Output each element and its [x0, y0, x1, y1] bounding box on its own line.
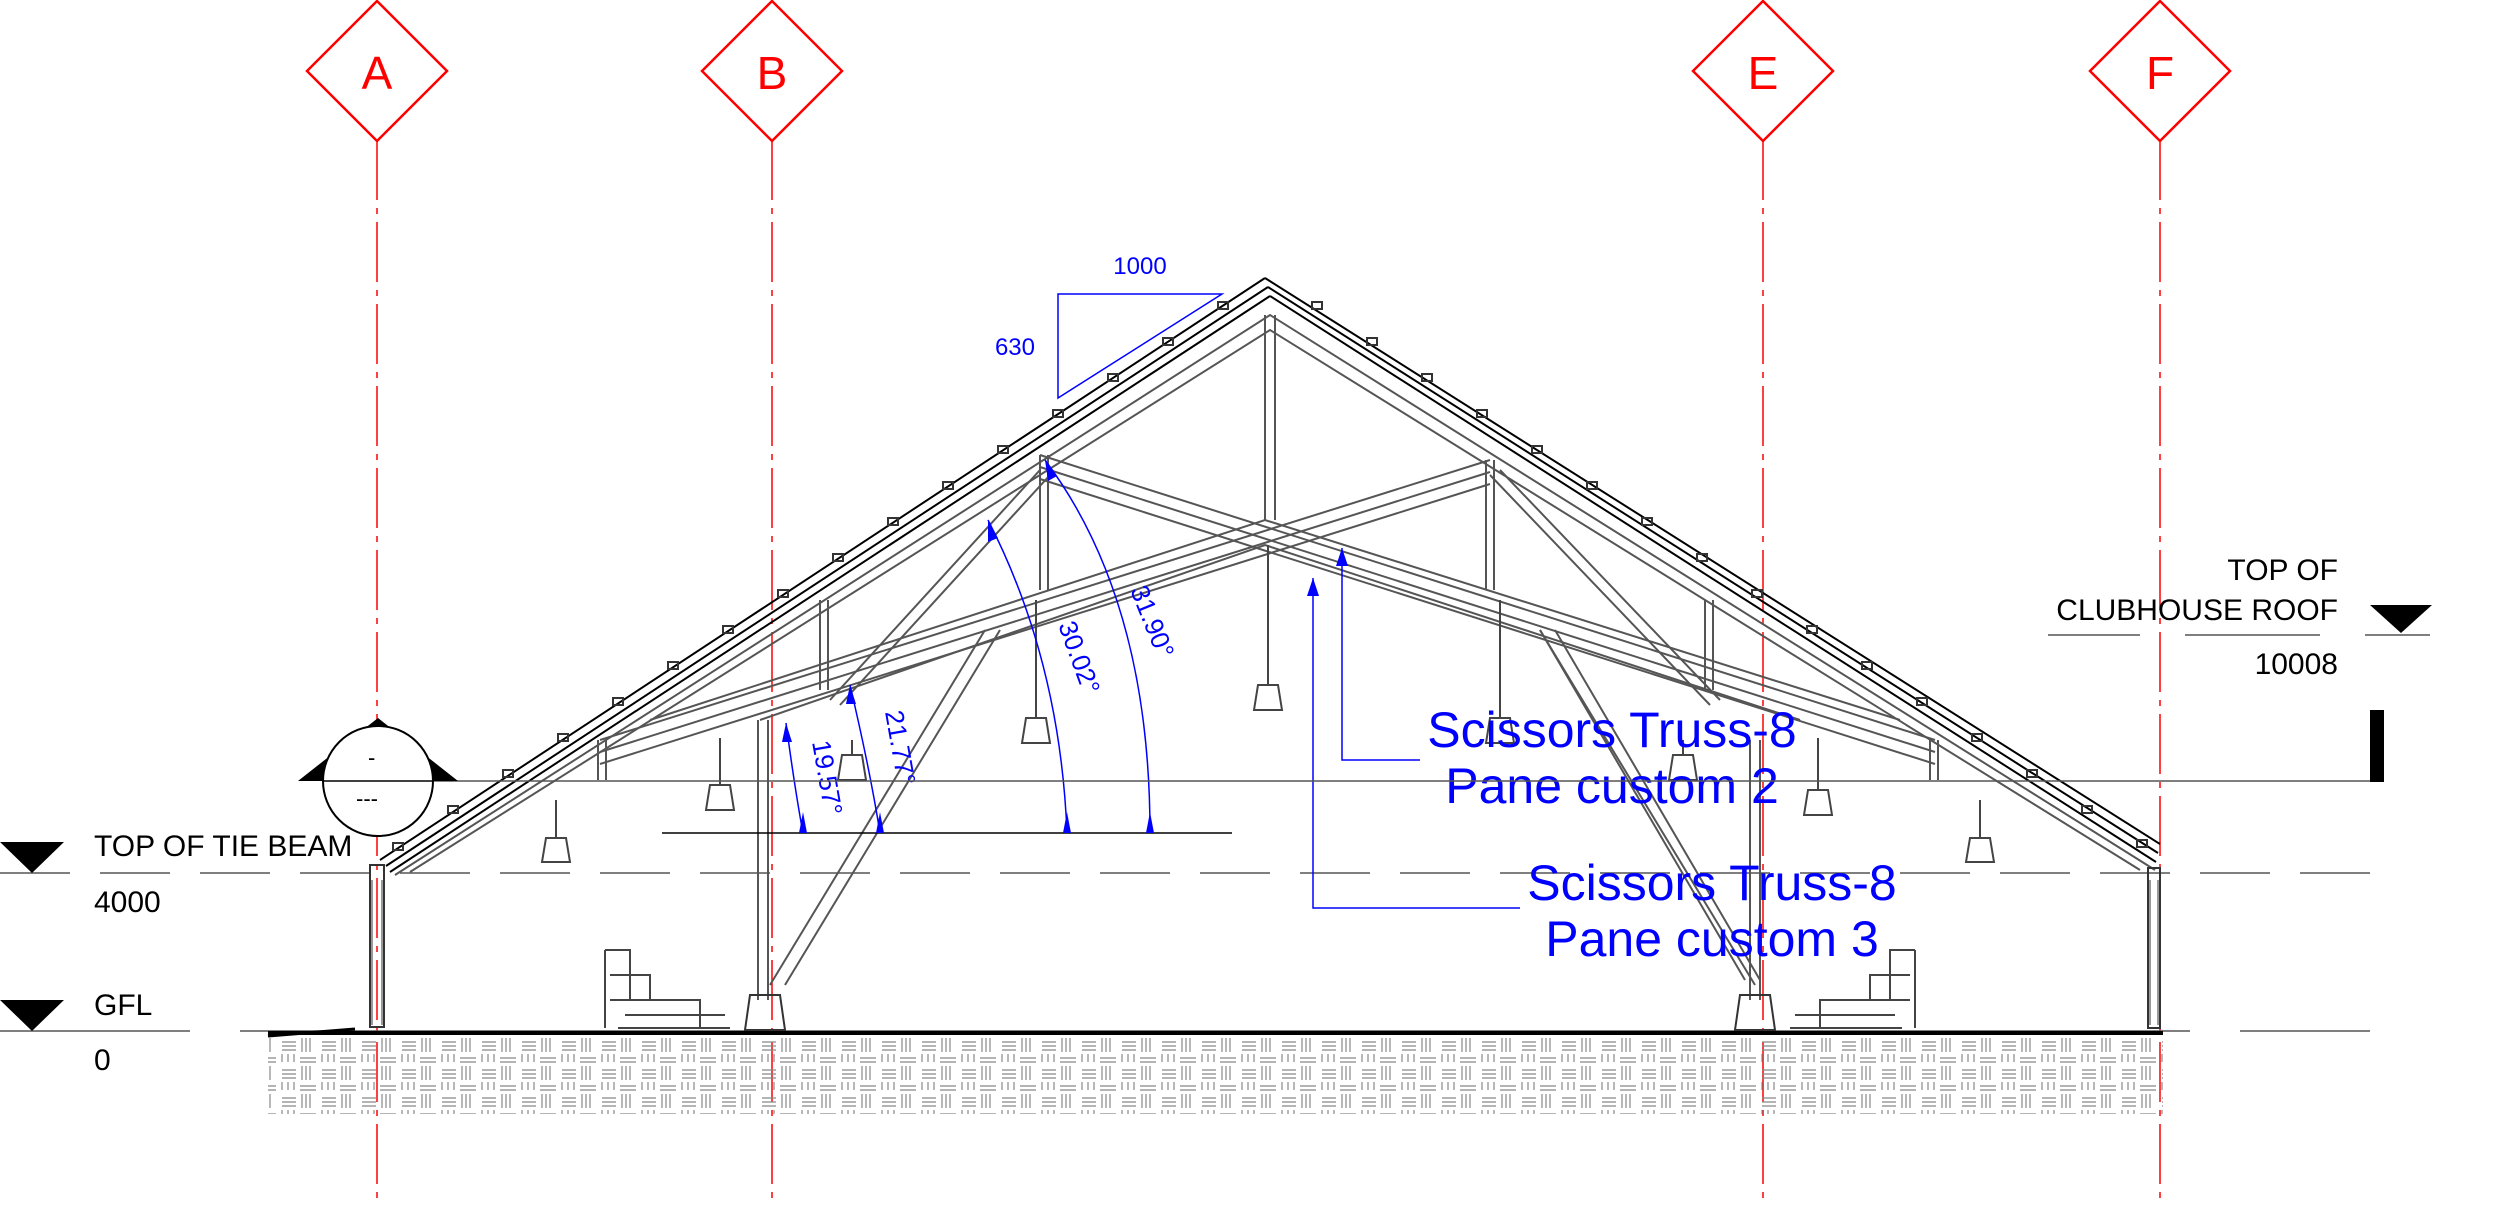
chair-left: [604, 949, 730, 1029]
section-marker-top: -: [368, 745, 375, 770]
truss-tag-1-line1: Scissors Truss-8: [1427, 702, 1797, 758]
diagonal-struts: [829, 469, 1761, 981]
pendant-light: [1802, 738, 1834, 816]
chair-right: [1790, 949, 1916, 1029]
grid-bubble-a: [305, 0, 449, 143]
pendant-lights: [540, 545, 1996, 863]
level-marker-gfl: GFL 0: [0, 989, 152, 1077]
level-marker-roof: TOP OF CLUBHOUSE ROOF 10008: [2048, 554, 2432, 681]
truss-tag-1: Scissors Truss-8 Pane custom 2: [1336, 548, 1797, 814]
roof-truss: [369, 277, 2161, 1031]
level-roof-name-line2: CLUBHOUSE ROOF: [2056, 594, 2338, 627]
level-roof-elevation: 10008: [2255, 648, 2338, 681]
grid-label-f: F: [2146, 47, 2174, 99]
slope-run-label: 1000: [1113, 253, 1166, 280]
angle-label-19-57: 19.57°: [806, 738, 849, 818]
arrowhead: [1063, 812, 1071, 833]
pendant-light: [1964, 800, 1996, 863]
grid-bubble-f: [2088, 0, 2232, 143]
angle-label-30-02: 30.02°: [1052, 617, 1106, 698]
raking-braces: [769, 629, 1756, 986]
level-marker-tie-beam-icon: [0, 842, 64, 873]
top-chord: [394, 313, 2156, 876]
grid-line-e: E: [1691, 0, 1835, 1205]
grid-bubble-e: [1691, 0, 1835, 143]
pendant-light: [1020, 600, 1052, 744]
pendant-light: [704, 738, 736, 811]
grid-label-b: B: [757, 47, 788, 99]
arrowhead: [846, 685, 856, 704]
truss-tags: Scissors Truss-8 Pane custom 2 Scissors …: [1307, 548, 1897, 967]
arrowhead: [1146, 812, 1154, 833]
roof-sheeting-right: [1264, 277, 2161, 863]
pendant-light: [1667, 740, 1699, 781]
arrowhead: [1045, 460, 1057, 481]
truss-tag-2-line2: Pane custom 3: [1545, 911, 1879, 967]
level-tie-beam-name: TOP OF TIE BEAM: [94, 830, 352, 863]
pendant-light: [1484, 600, 1516, 744]
scissor-chord-right: [1039, 454, 1936, 765]
level-gfl-name: GFL: [94, 989, 152, 1022]
grid-bubble-b: [700, 0, 844, 143]
level-marker-roof-icon: [2370, 605, 2432, 633]
perimeter-columns: [369, 864, 2161, 1029]
pendant-light: [540, 800, 572, 863]
grid-line-b: B: [700, 0, 844, 1205]
angle-arc-30-02: [987, 519, 1068, 834]
truss-tag-2-line1: Scissors Truss-8: [1527, 855, 1897, 911]
level-roof-name-line1: TOP OF: [2227, 554, 2338, 587]
king-post: [1264, 315, 1276, 520]
pendant-light: [836, 740, 868, 781]
grid-lines: A B E F: [305, 0, 2232, 1205]
slope-indicator: 1000 630: [995, 253, 1225, 400]
pendant-light: [1252, 545, 1284, 711]
truss-tag-2: Scissors Truss-8 Pane custom 3: [1307, 578, 1897, 967]
section-marker: - ---: [298, 710, 2384, 837]
level-marker-gfl-icon: [0, 1000, 64, 1031]
interior-columns: [757, 720, 1761, 1000]
arrowhead: [782, 723, 792, 742]
column-bases: [743, 994, 1777, 1031]
angle-label-21-77: 21.77°: [879, 708, 922, 788]
arrowhead: [876, 812, 884, 833]
scissor-chord-left: [599, 459, 1491, 765]
level-marker-tie-beam: TOP OF TIE BEAM 4000: [0, 830, 352, 919]
slope-rise-label: 630: [995, 334, 1035, 361]
grid-label-e: E: [1748, 47, 1779, 99]
truss-tag-1-line2: Pane custom 2: [1445, 758, 1779, 814]
angle-label-31-90: 31.90°: [1124, 581, 1180, 662]
scissor-chord-inner: [649, 518, 1901, 721]
arrowhead: [799, 812, 807, 833]
ground-slab: [267, 1027, 2163, 1114]
level-lines: [0, 872, 2380, 1032]
angle-arc-31-90: [1044, 459, 1151, 834]
furniture: [604, 949, 1916, 1029]
angle-arc-21-77: [849, 684, 881, 834]
level-gfl-elevation: 0: [94, 1044, 111, 1077]
angle-dimensions: 19.57° 21.77° 30.02° 31.90°: [662, 459, 1232, 834]
section-marker-bottom: ---: [356, 786, 378, 811]
grid-label-a: A: [362, 47, 393, 99]
purlins: [392, 301, 2148, 851]
grid-line-f: F: [2088, 0, 2232, 1205]
arrowhead: [988, 520, 998, 542]
grid-line-a: A: [305, 0, 449, 1205]
level-tie-beam-elevation: 4000: [94, 886, 161, 919]
truss-verticals: [597, 455, 1939, 780]
section-end-marker: [2370, 710, 2384, 782]
